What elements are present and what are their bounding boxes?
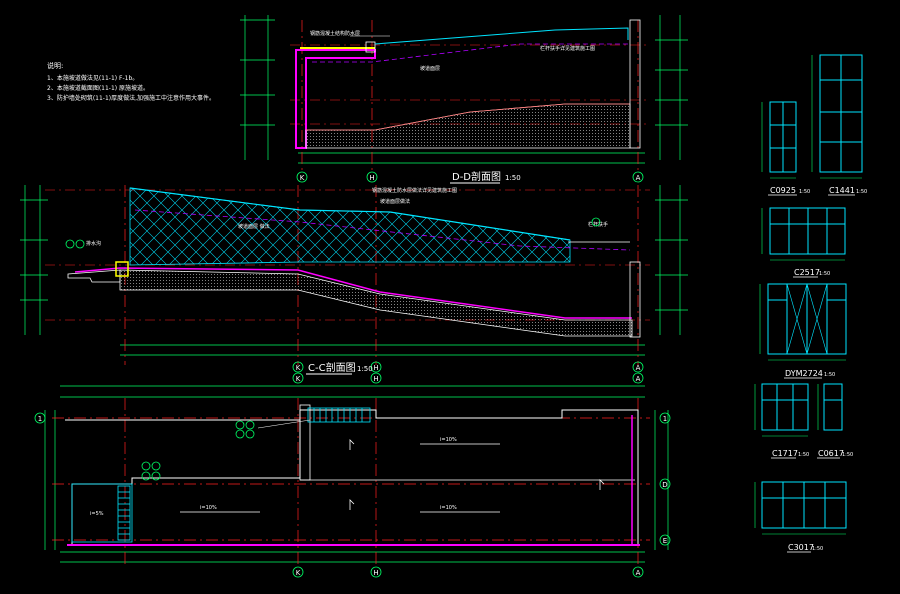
window-c0617 (817, 383, 843, 431)
axis-h-dd: H (369, 174, 374, 182)
door-dym2724 (759, 283, 847, 361)
window-c1441 (811, 54, 863, 179)
axis-a-cc: A (636, 364, 641, 372)
svg-text:钢筋混凝土结构防水层: 钢筋混凝土结构防水层 (310, 30, 360, 37)
window-c2517 (761, 207, 846, 261)
label-c1441: C1441 (829, 186, 855, 195)
axis-h-cc: H (373, 364, 378, 372)
ramp-plan: i=10% i=10% i=10% i=5% 1 1 D E K H A (34, 385, 671, 578)
axis-a-cc-2: A (636, 375, 641, 383)
svg-text:i=10%: i=10% (440, 505, 457, 511)
scale-c1441: 1:50 (856, 189, 867, 195)
axis-a-dd: A (636, 174, 641, 182)
svg-text:坡道面层 做法: 坡道面层 做法 (238, 223, 270, 230)
label-c1717: C1717 (772, 449, 798, 458)
notes: 说明: 1、本施坡道做法见(11-1) F-1b。 2、本施坡道截面图(11-1… (47, 61, 215, 102)
svg-text:坡道面层做法: 坡道面层做法 (380, 198, 410, 205)
axis-h-plan: H (373, 569, 378, 577)
dd-section-scale: 1:50 (505, 174, 521, 182)
cc-section-scale: 1:50 (357, 365, 373, 373)
scale-c1717: 1:50 (798, 452, 809, 458)
window-c3017 (754, 481, 847, 535)
cc-section: 钢筋混凝土防水层做法详见建筑施工图 坡道面层做法 坡道面层 做法 栏杆扶手 排水… (20, 185, 688, 384)
axis-k-plan: K (296, 569, 301, 577)
dd-section-title: D-D剖面图 (452, 170, 501, 183)
axis-k-cc-2: K (296, 375, 301, 383)
window-labels: C0925 1:50 C1441 1:50 C2517 1:50 DYM2724… (768, 186, 867, 553)
scale-c0617: 1:50 (842, 452, 853, 458)
scale-c2517: 1:50 (819, 271, 830, 277)
axis-d: D (662, 481, 667, 489)
svg-text:i=5%: i=5% (90, 511, 104, 517)
label-c0617: C0617 (818, 449, 844, 458)
notes-line-2: 2、本施坡道截面图(11-1) 原施坡道。 (47, 84, 149, 92)
notes-heading: 说明: (47, 61, 63, 70)
axis-1-right: 1 (663, 415, 667, 423)
svg-text:i=10%: i=10% (200, 505, 217, 511)
axis-k-cc: K (296, 364, 301, 372)
svg-text:栏杆扶手详见建筑施工图: 栏杆扶手详见建筑施工图 (540, 45, 595, 52)
label-c2517: C2517 (794, 268, 820, 277)
window-c1717 (754, 383, 809, 437)
axis-1-left: 1 (38, 415, 42, 423)
dd-section: 钢筋混凝土结构防水层 栏杆扶手详见建筑施工图 坡道面层 K H A D-D剖面图… (240, 15, 688, 184)
label-c0925: C0925 (770, 186, 796, 195)
notes-line-1: 1、本施坡道做法见(11-1) F-1b。 (47, 74, 138, 82)
scale-dym2724: 1:50 (824, 372, 835, 378)
notes-line-3: 3、防护墙处砌筑(11-1)厚度做法,加强施工中注意作用大事件。 (47, 94, 215, 102)
window-schedule (754, 54, 863, 535)
cc-section-title: C-C剖面图 (308, 361, 356, 374)
axis-e: E (663, 537, 667, 545)
window-c0925 (761, 101, 797, 179)
svg-text:坡道面层: 坡道面层 (420, 65, 440, 72)
scale-c3017: 1:50 (812, 546, 823, 552)
axis-k-dd: K (300, 174, 305, 182)
label-c3017: C3017 (788, 543, 814, 552)
svg-text:栏杆扶手: 栏杆扶手 (588, 221, 608, 228)
axis-h-cc-2: H (373, 375, 378, 383)
svg-text:排水沟: 排水沟 (86, 240, 101, 247)
svg-text:i=10%: i=10% (440, 437, 457, 443)
scale-c0925: 1:50 (799, 189, 810, 195)
label-dym2724: DYM2724 (785, 369, 823, 378)
svg-text:钢筋混凝土防水层做法详见建筑施工图: 钢筋混凝土防水层做法详见建筑施工图 (372, 187, 457, 194)
axis-a-plan: A (636, 569, 641, 577)
